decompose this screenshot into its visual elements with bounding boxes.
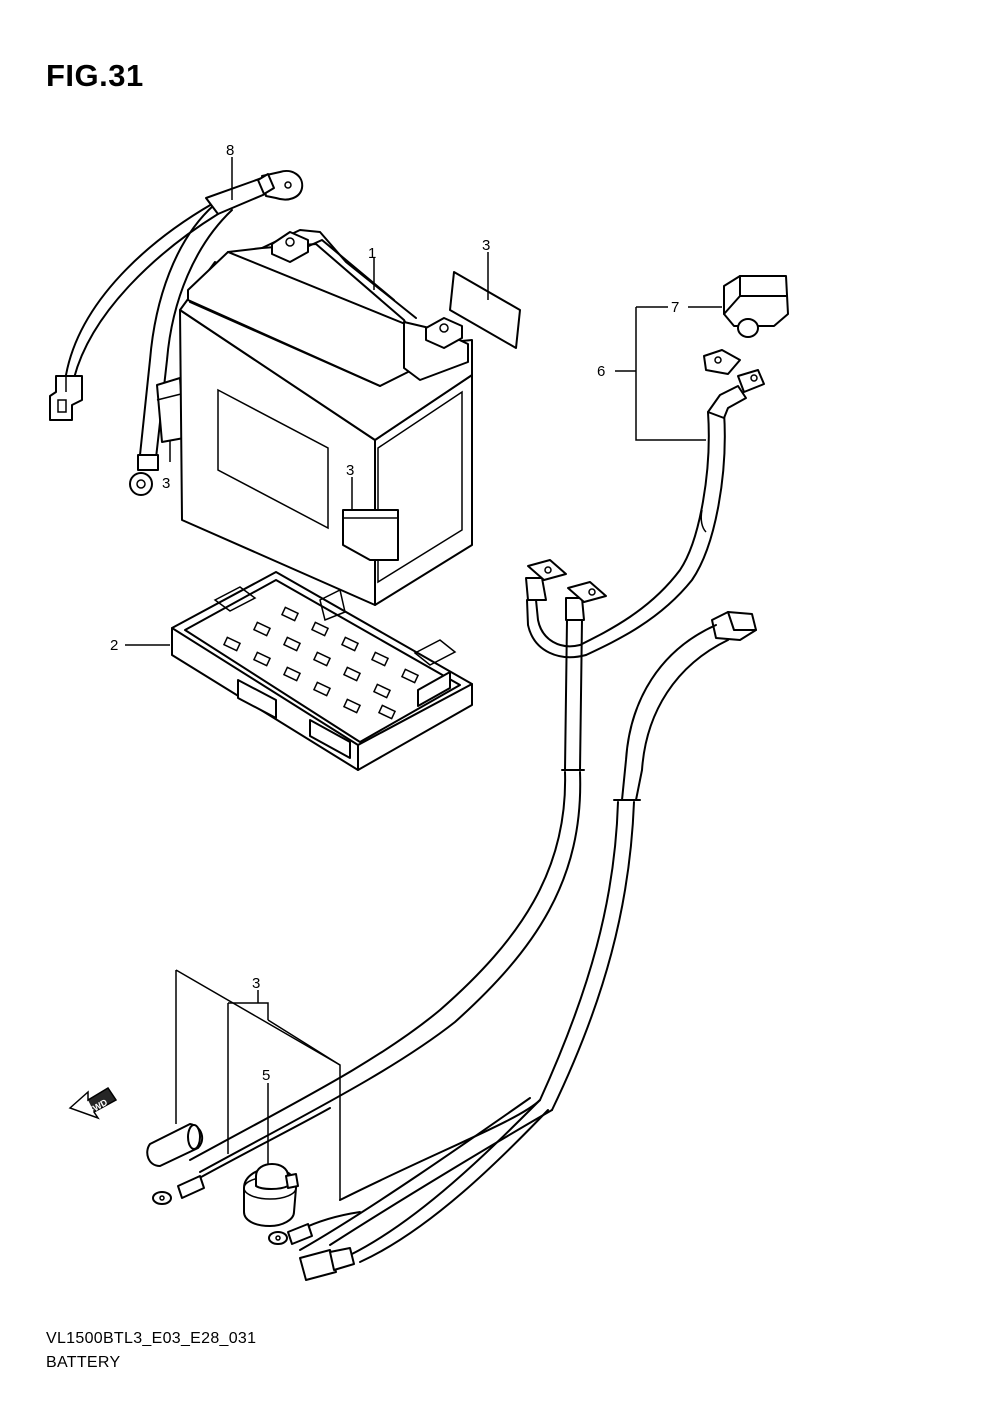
callout-4: 3 (252, 975, 260, 992)
terminal-cover[interactable] (243, 1163, 299, 1227)
callout-3-front: 3 (346, 462, 354, 479)
negative-lead[interactable] (49, 170, 304, 496)
pad-left[interactable] (156, 377, 185, 443)
grommet[interactable] (146, 1123, 204, 1167)
callout-8: 8 (226, 142, 234, 159)
callout-3-sticker: 3 (482, 237, 490, 254)
leader-lines (125, 157, 722, 1200)
pad-sticker[interactable] (449, 271, 521, 349)
callout-numbers: 8 1 3 7 6 3 3 2 3 5 (110, 142, 679, 1084)
sub-harness[interactable] (299, 611, 757, 1281)
callout-1: 1 (368, 245, 376, 262)
figure-title: FIG.31 (46, 58, 144, 93)
forward-arrow-icon: FWD (68, 1086, 118, 1120)
battery[interactable] (179, 229, 473, 606)
figure-code: VL1500BTL3_E03_E28_031 (46, 1330, 257, 1347)
lead-wire-set[interactable] (152, 1107, 361, 1245)
figure-name: BATTERY (46, 1354, 121, 1371)
pad-front[interactable] (342, 509, 399, 561)
callout-3-left: 3 (162, 475, 170, 492)
callout-5: 5 (262, 1067, 270, 1084)
positive-lead[interactable] (189, 349, 765, 1173)
callout-7: 7 (671, 299, 679, 316)
battery-tray[interactable] (171, 571, 473, 771)
callout-2: 2 (110, 637, 118, 654)
terminal-cap[interactable] (723, 275, 789, 338)
callout-6: 6 (597, 363, 605, 380)
